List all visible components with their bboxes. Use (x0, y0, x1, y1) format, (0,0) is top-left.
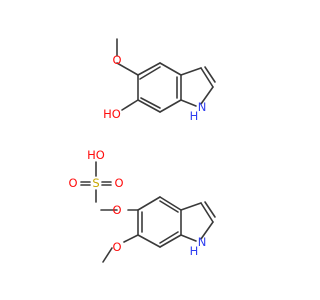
atom-n: N (198, 235, 207, 249)
bond (137, 99, 161, 113)
bond (139, 66, 161, 80)
bond (200, 221, 214, 240)
bond (121, 99, 139, 111)
bond (102, 247, 113, 263)
bond (204, 201, 216, 218)
atom-h: H (190, 244, 199, 258)
bond (159, 99, 182, 113)
bond (180, 99, 197, 107)
bond (180, 67, 202, 76)
atom-o: O (68, 176, 77, 190)
bond (200, 202, 214, 223)
atom-o: O (114, 176, 123, 190)
atom-hydroxyl: HO (87, 148, 105, 162)
bond (137, 234, 161, 248)
bond (159, 234, 182, 248)
atom-o-methoxy: O (112, 53, 121, 67)
structure-canvas: O HO N H HO O S O O O N (68, 38, 216, 263)
bond (180, 202, 202, 211)
molecule-1-atoms: O HO N H (103, 53, 206, 123)
atom-n: N (198, 100, 207, 114)
bond (116, 62, 139, 76)
bond (140, 97, 161, 109)
atom-o-methoxy: O (112, 240, 121, 254)
molecule-1-bonds (116, 38, 216, 113)
atom-h: H (190, 109, 199, 123)
bond (137, 62, 161, 76)
bond (159, 62, 182, 76)
bond (200, 86, 214, 105)
bond (137, 196, 161, 211)
molecule-2-bonds (80, 161, 216, 263)
atom-hydroxyl: HO (103, 107, 121, 121)
atom-o-bridge: O (112, 203, 121, 217)
bond (159, 200, 179, 213)
bond (123, 234, 139, 243)
bond (180, 234, 197, 242)
atom-s: S (92, 176, 99, 190)
bond (204, 66, 216, 83)
molecule-2-atoms: HO O S O O O N H (68, 148, 206, 258)
bond (159, 231, 179, 244)
bond (159, 196, 182, 211)
bond (200, 67, 214, 88)
